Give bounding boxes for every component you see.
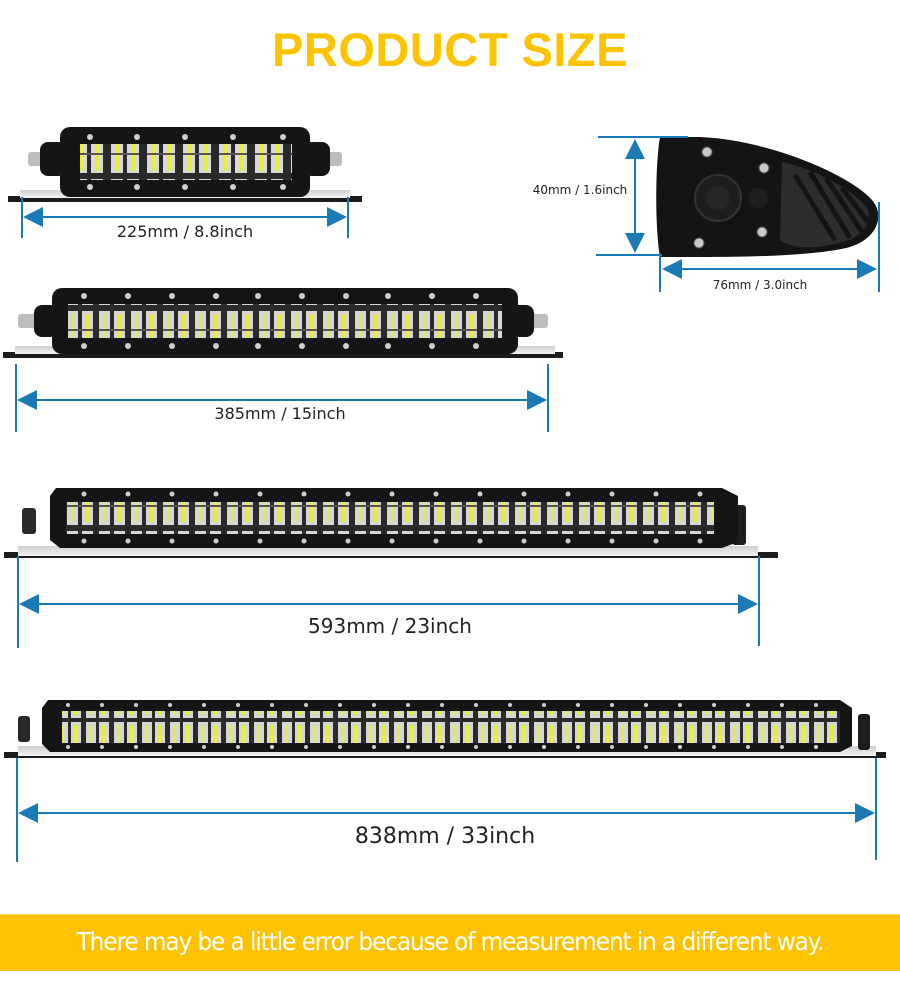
dimension-end-view (596, 136, 880, 292)
page-title: PRODUCT SIZE (272, 23, 628, 76)
dimension-593mm (17, 556, 760, 648)
light-bar-225mm (8, 127, 362, 202)
disclaimer-banner: There may be a little error because of m… (0, 914, 900, 971)
dimension-225mm (21, 197, 349, 238)
height-label-end-view: 40mm / 1.6inch (532, 183, 628, 197)
light-bar-593mm (4, 488, 778, 558)
dimension-838mm (16, 758, 877, 862)
light-bar-838mm (4, 700, 886, 758)
disclaimer-text: There may be a little error because of m… (76, 927, 825, 956)
length-label-385mm: 385mm / 15inch (214, 404, 346, 423)
end-cap-view (656, 137, 879, 257)
dimension-385mm (15, 364, 549, 432)
length-label-225mm: 225mm / 8.8inch (116, 222, 254, 241)
length-label-593mm: 593mm / 23inch (308, 614, 472, 638)
light-bar-385mm (3, 288, 563, 358)
length-label-838mm: 838mm / 33inch (354, 824, 536, 849)
depth-label-end-view: 76mm / 3.0inch (712, 278, 808, 292)
